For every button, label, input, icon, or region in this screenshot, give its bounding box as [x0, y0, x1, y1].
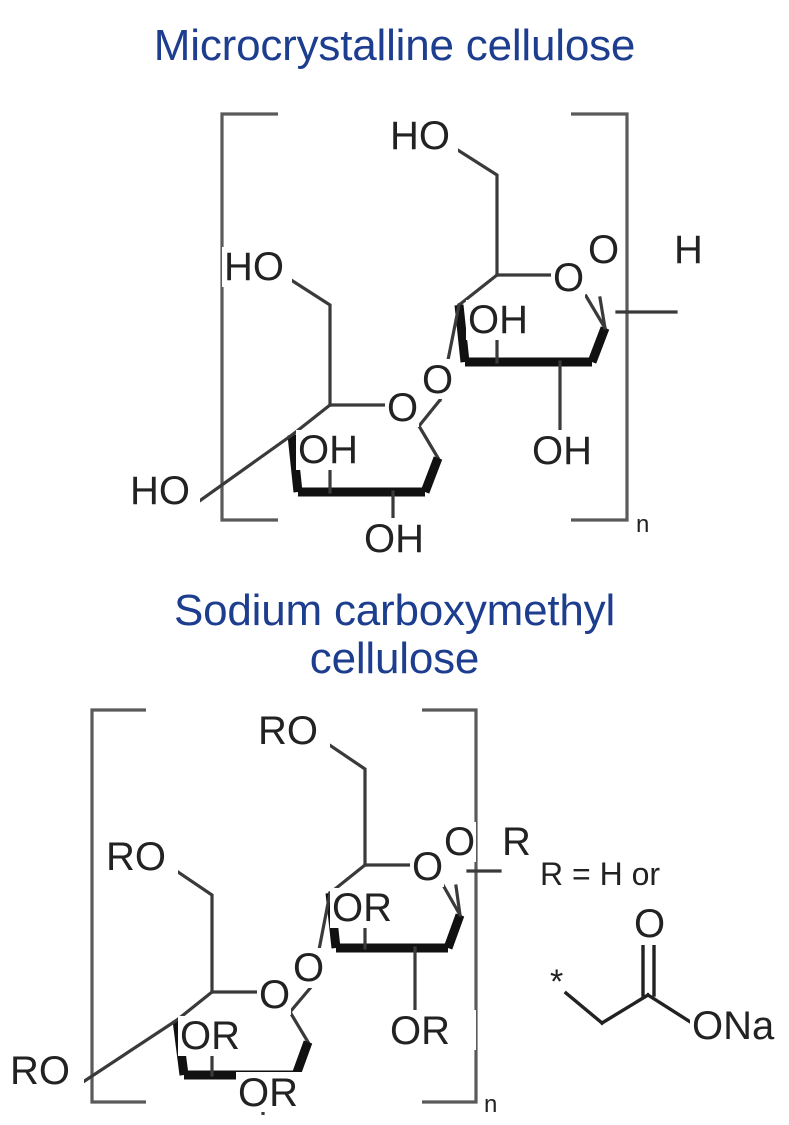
bond-c4-ho-bottomleft-mcc — [195, 432, 295, 505]
label-ring-oxygen-lower-mcc: O — [387, 386, 418, 430]
label-bottom-left-hydroxyl-mcc: HO — [130, 469, 190, 513]
bracket-open-cmc — [90, 708, 146, 1104]
bond-ringO-c1-lower-mcc — [416, 423, 441, 461]
r-group-definition: R = H or * O ONa — [540, 856, 789, 1048]
structure-microcrystalline-cellulose: HO HO HO O O H OH OH O O OH OH n — [128, 112, 706, 560]
bond-mid-alkoxymethyl-cmc — [169, 865, 214, 994]
label-bottom-left-alkoxy-cmc: RO — [10, 1049, 70, 1093]
bond-c1-anomericO-cmc — [454, 884, 462, 917]
label-terminal-r-cmc: R — [502, 820, 531, 864]
structure-sodium-carboxymethyl-cellulose: RO RO RO O O R OR OR O O OR OR n — [8, 708, 534, 1115]
bond-c1-c2-bold-cmc — [443, 913, 465, 950]
bond-glycosidicO-link-mcc — [416, 397, 443, 429]
label-sodium-carboxylate: ONa — [692, 1004, 775, 1048]
bond-c5-c4-lower-cmc — [174, 989, 215, 1023]
label-anomeric-oxygen-cmc: O — [444, 820, 475, 864]
label-mid-alkoxymethyl-cmc: RO — [106, 835, 166, 879]
bond-c4-c3-bold-lower-mcc — [287, 434, 303, 493]
polymer-subscript-n-cmc: n — [484, 1091, 497, 1115]
label-lower-ring-oh-mcc: OH — [298, 428, 358, 472]
attachment-point-asterisk: * — [550, 963, 563, 1001]
bond-c4-ro-bottomleft-cmc — [80, 1017, 180, 1085]
label-carbonyl-oxygen: O — [634, 902, 665, 946]
bond-glycosidicO-link-cmc — [287, 983, 315, 1015]
bracket-close-cmc — [422, 708, 478, 1104]
label-glycosidic-oxygen-cmc: O — [293, 946, 324, 990]
label-terminal-hydrogen-mcc: H — [674, 228, 703, 272]
label-top-alkoxymethyl-cmc: RO — [258, 709, 318, 753]
label-right-axial-oh-mcc: OH — [532, 429, 592, 473]
label-ring-oxygen-upper-mcc: O — [553, 256, 584, 300]
bond-c1-c2-bold-lower-mcc — [420, 456, 443, 494]
bond-ringO-c1-lower-cmc — [287, 1009, 311, 1045]
label-upper-ring-oh-mcc: OH — [468, 298, 528, 342]
label-mid-hydroxymethyl-mcc: HO — [224, 245, 284, 289]
r-definition-text: R = H or — [540, 856, 660, 892]
bond-c1-c2-bold-lower-cmc — [291, 1040, 313, 1077]
label-bottom-axial-or-cmc: OR — [238, 1071, 298, 1115]
label-glycosidic-oxygen-mcc: O — [422, 358, 453, 402]
bond-ringO-c1-cmc — [440, 882, 463, 918]
bond-top-alkoxymethyl-cmc — [322, 739, 367, 867]
polymer-subscript-n-mcc: n — [636, 511, 649, 538]
bracket-close-mcc — [571, 112, 629, 522]
label-ring-oxygen-lower-cmc: O — [259, 973, 290, 1017]
label-upper-ring-or-cmc: OR — [332, 886, 392, 930]
label-ring-oxygen-upper-cmc: O — [412, 845, 443, 889]
title-line-2: cellulose — [309, 633, 480, 683]
bond-star-ch2 — [563, 990, 605, 1026]
page-title-microcrystalline-cellulose: Microcrystalline cellulose — [153, 21, 636, 70]
bond-c5-c4-mcc — [456, 272, 500, 308]
label-bottom-axial-oh-mcc: OH — [364, 517, 424, 560]
bond-top-hydroxymethyl-mcc — [450, 144, 499, 277]
bond-c1-anomericO-mcc — [598, 296, 607, 330]
bond-mid-hydroxymethyl-mcc — [285, 275, 332, 407]
bond-c4-c3-bold-mcc — [454, 304, 470, 363]
bond-c1-c2-bold-mcc — [587, 326, 610, 364]
bond-ringO-c1-mcc — [583, 293, 608, 331]
label-lower-ring-or-cmc: OR — [180, 1014, 240, 1058]
bracket-open-mcc — [220, 112, 278, 522]
label-anomeric-oxygen-mcc: O — [588, 228, 619, 272]
label-right-axial-or-cmc: OR — [390, 1009, 450, 1053]
page-title-sodium-carboxymethyl-cellulose: Sodium carboxymethyl cellulose — [0, 587, 789, 682]
label-top-hydroxymethyl-mcc: HO — [390, 114, 450, 158]
title-line-1: Sodium carboxymethyl — [173, 586, 616, 635]
bond-ch2-carbonyl — [599, 992, 651, 1026]
bond-carbonyl-ona — [645, 992, 695, 1026]
